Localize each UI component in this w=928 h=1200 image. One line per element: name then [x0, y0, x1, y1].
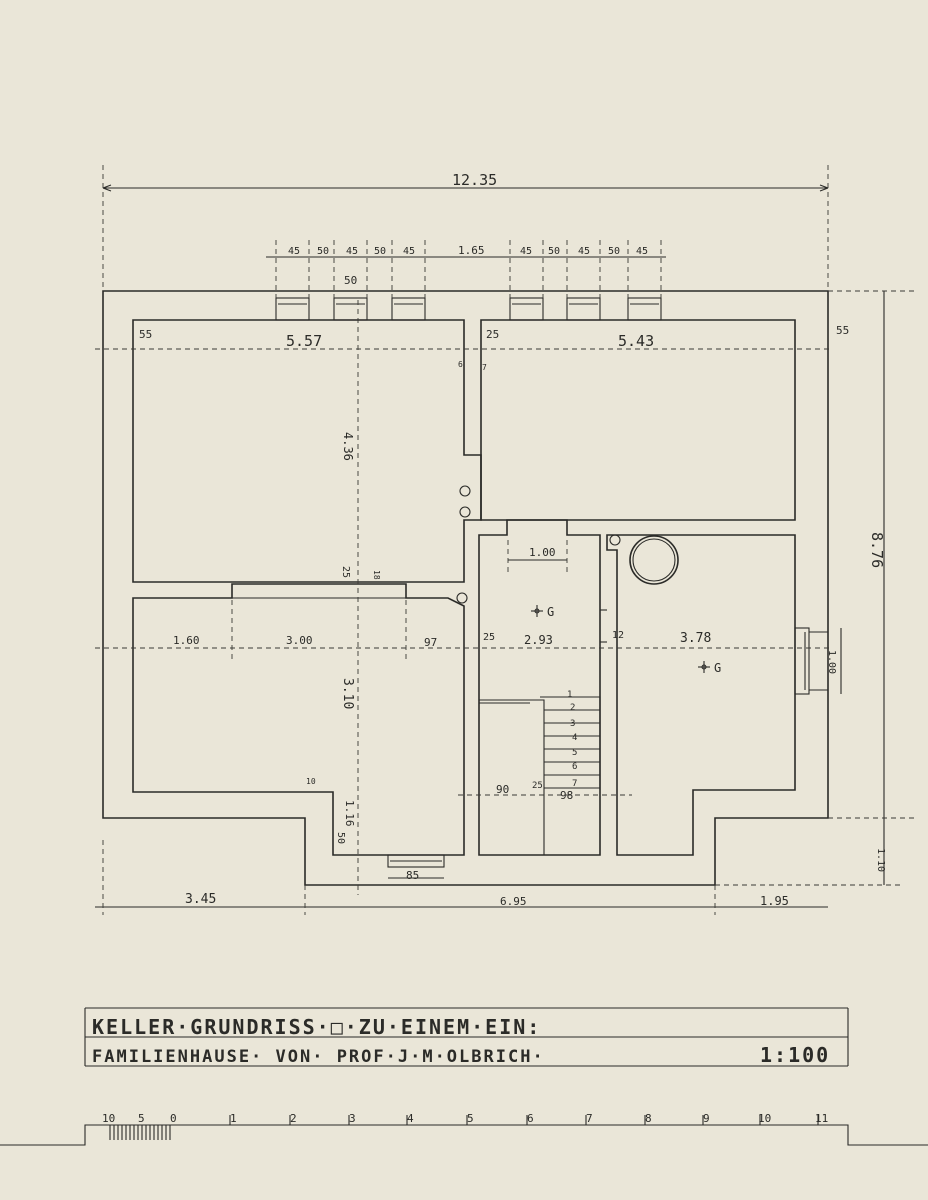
scale-label: 1:100 [760, 1043, 830, 1067]
svg-text:2: 2 [290, 1112, 297, 1125]
svg-text:9: 9 [703, 1112, 710, 1125]
title-line-1: KELLER·GRUNDRISS·□·ZU·EINEM·EIN: [92, 1015, 541, 1039]
top-windows [275, 297, 662, 321]
svg-text:45: 45 [403, 246, 415, 257]
svg-text:7: 7 [572, 779, 577, 789]
svg-text:3.45: 3.45 [185, 892, 216, 907]
room-southeast [606, 534, 796, 856]
svg-text:6.95: 6.95 [500, 895, 527, 908]
svg-text:1: 1 [230, 1112, 237, 1125]
svg-text:10: 10 [758, 1112, 771, 1125]
nw-room-depth: 4.36 [341, 432, 355, 461]
room-northwest [132, 319, 482, 583]
dimension-labels: 12.35 45 50 45 50 45 1.65 45 50 45 50 45… [139, 171, 886, 908]
svg-text:2: 2 [570, 703, 575, 713]
svg-text:12: 12 [612, 630, 624, 641]
svg-text:11: 11 [815, 1112, 828, 1125]
gas-marker-center: G [531, 605, 554, 619]
svg-text:1.60: 1.60 [173, 634, 200, 647]
svg-text:1.65: 1.65 [458, 244, 485, 257]
boiler-tank [629, 535, 679, 585]
svg-text:5: 5 [572, 748, 577, 758]
svg-text:0: 0 [170, 1112, 177, 1125]
svg-text:25: 25 [340, 566, 351, 578]
svg-text:3: 3 [570, 719, 575, 729]
staircase [530, 696, 601, 855]
svg-text:55: 55 [836, 324, 849, 337]
svg-text:1.95: 1.95 [760, 894, 789, 908]
svg-text:6: 6 [572, 762, 577, 772]
svg-text:25: 25 [486, 328, 499, 341]
se-room-width: 3.78 [680, 631, 711, 646]
svg-text:45: 45 [288, 246, 300, 257]
outer-wall [102, 290, 829, 886]
svg-text:50: 50 [608, 246, 620, 257]
svg-text:10: 10 [306, 777, 316, 786]
svg-text:1.00: 1.00 [826, 650, 837, 674]
svg-text:55: 55 [139, 328, 152, 341]
room-northeast [480, 319, 796, 521]
svg-text:18: 18 [372, 570, 381, 580]
overall-depth-label: 8.76 [868, 532, 886, 568]
svg-text:50: 50 [344, 274, 357, 287]
svg-text:45: 45 [636, 246, 648, 257]
svg-text:5: 5 [467, 1112, 474, 1125]
svg-text:98: 98 [560, 789, 573, 802]
svg-text:10: 10 [102, 1112, 115, 1125]
dimension-lines [95, 165, 916, 915]
nw-room-width: 5.57 [286, 332, 322, 350]
svg-text:7: 7 [482, 363, 487, 372]
svg-text:90: 90 [496, 783, 509, 796]
svg-text:3: 3 [349, 1112, 356, 1125]
title-line-2: FAMILIENHAUSE· VON· PROF·J·M·OLBRICH· [92, 1047, 545, 1067]
svg-text:85: 85 [406, 869, 419, 882]
svg-text:1.16: 1.16 [343, 800, 356, 827]
svg-text:6: 6 [458, 360, 463, 369]
svg-text:45: 45 [346, 246, 358, 257]
svg-text:1.00: 1.00 [529, 546, 556, 559]
sw-room-depth: 3.10 [340, 678, 355, 709]
svg-text:4: 4 [407, 1112, 414, 1125]
svg-text:4: 4 [572, 733, 577, 743]
svg-text:G: G [547, 605, 554, 619]
svg-text:25: 25 [483, 632, 495, 643]
svg-text:45: 45 [520, 246, 532, 257]
room-southwest [132, 583, 465, 856]
svg-text:50: 50 [335, 832, 346, 844]
svg-text:8: 8 [645, 1112, 652, 1125]
svg-text:45: 45 [578, 246, 590, 257]
room-center-hall [478, 519, 601, 856]
svg-text:6: 6 [527, 1112, 534, 1125]
svg-text:50: 50 [317, 246, 329, 257]
center-hall-width: 2.93 [524, 633, 553, 647]
svg-text:25: 25 [532, 781, 543, 791]
svg-text:G: G [714, 661, 721, 675]
svg-text:1.10: 1.10 [875, 848, 886, 872]
svg-text:50: 50 [374, 246, 386, 257]
overall-width-label: 12.35 [452, 171, 497, 189]
svg-text:3.00: 3.00 [286, 634, 313, 647]
svg-text:5: 5 [138, 1112, 145, 1125]
ne-room-width: 5.43 [618, 332, 654, 350]
svg-text:50: 50 [548, 246, 560, 257]
svg-text:7: 7 [586, 1112, 593, 1125]
scale-bar: 10 5 0 1 2 3 4 5 6 7 8 9 10 11 [0, 1112, 928, 1146]
title-block: KELLER·GRUNDRISS·□·ZU·EINEM·EIN: FAMILIE… [84, 1007, 849, 1067]
svg-text:97: 97 [424, 636, 437, 649]
svg-text:1: 1 [567, 690, 572, 700]
gas-marker-southeast: G [698, 661, 721, 675]
